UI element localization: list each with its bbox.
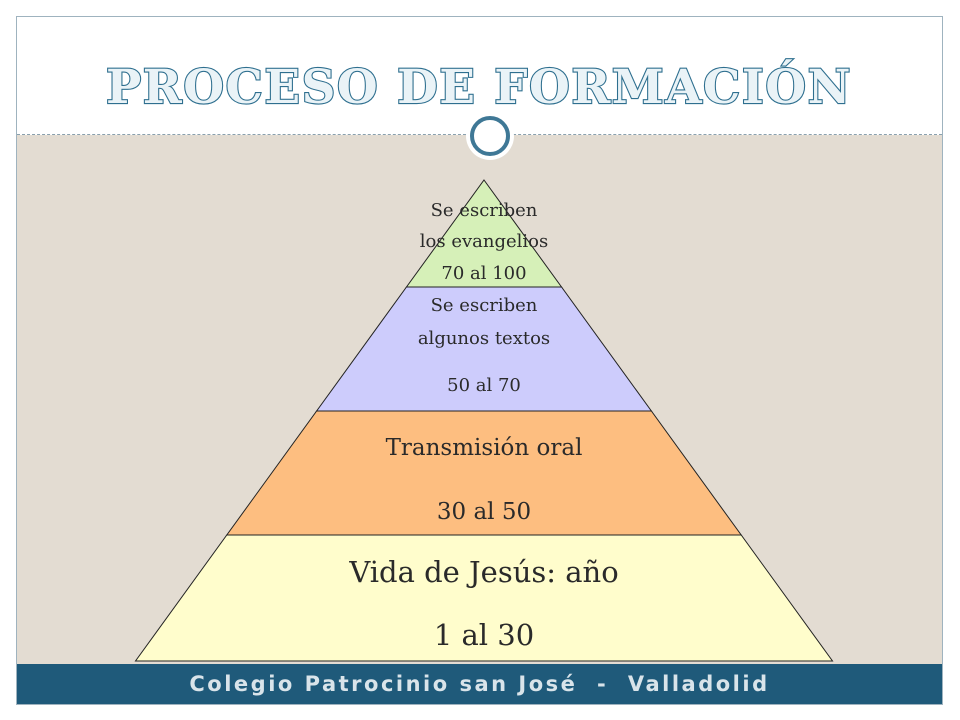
pyramid-level-2-line-2: algunos textos (418, 328, 550, 349)
pyramid-diagram: Se escriben los evangelios 70 al 100 Se esc… (134, 179, 834, 662)
slide-title: PROCESO DE FORMACIÓN (105, 58, 852, 115)
pyramid-level-1-line-1: Se escriben (431, 200, 538, 221)
footer-bar: Colegio Patrocinio san José - Valladolid (17, 664, 942, 704)
pyramid-level-3-line-2: 30 al 50 (437, 499, 531, 525)
circle-ring-icon (466, 112, 514, 160)
footer-text: Colegio Patrocinio san José - Valladolid (189, 672, 770, 696)
slide-frame: PROCESO DE FORMACIÓN Se escriben los evan… (16, 16, 943, 705)
pyramid-level-4-line-1: Vida de Jesús: año (348, 555, 618, 589)
pyramid-level-2-line-1: Se escriben (431, 295, 538, 316)
pyramid-level-1-line-2: los evangelios (420, 231, 548, 252)
slide-title-text: PROCESO DE FORMACIÓN (106, 59, 852, 115)
pyramid-level-4 (134, 534, 834, 662)
pyramid-level-3-line-1: Transmisión oral (386, 435, 583, 461)
slide-header: PROCESO DE FORMACIÓN (17, 17, 942, 135)
pyramid-level-4-line-2: 1 al 30 (434, 618, 534, 652)
pyramid-level-1-line-3: 70 al 100 (441, 263, 526, 284)
pyramid-level-2-line-3: 50 al 70 (447, 375, 521, 396)
